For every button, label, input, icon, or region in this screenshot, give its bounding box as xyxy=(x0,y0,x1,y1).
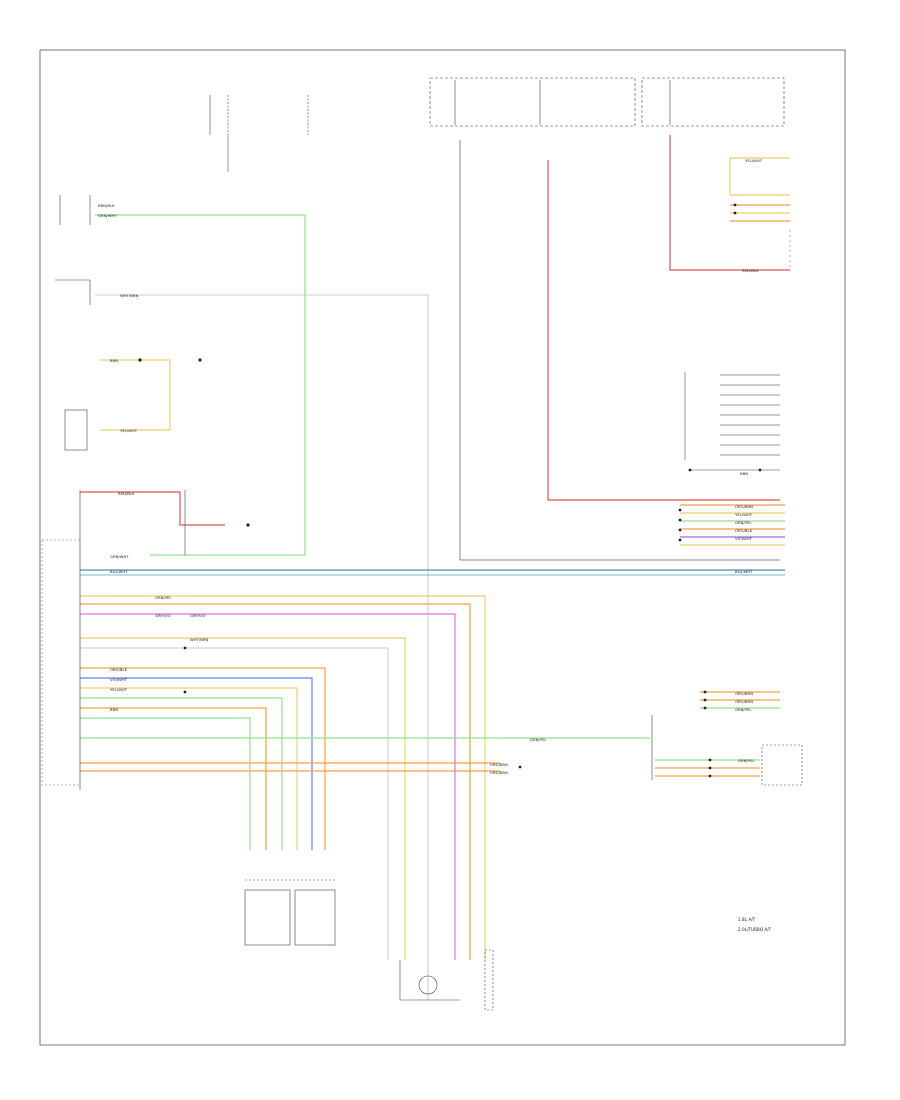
wire-yellow-down-1 xyxy=(80,595,486,960)
wire-label: BRN xyxy=(740,471,748,476)
wire-green-down-2 xyxy=(80,717,251,850)
wire-label: YEL/WHT xyxy=(120,428,138,433)
wire-label: YEL/WHT xyxy=(110,687,128,692)
solenoid-block-left xyxy=(244,879,336,946)
legend-item-2: 2.0L/TURBO A/T xyxy=(738,927,772,932)
wire-label: BLU/WHT xyxy=(110,569,128,574)
wire-label: GRN/WHT xyxy=(110,554,129,559)
wire-label: ORG/BLK xyxy=(735,528,753,533)
wire-yellow-down-2 xyxy=(80,637,406,960)
wire-label: BLU/WHT xyxy=(735,569,753,574)
wire-label: ORG/BRN xyxy=(490,770,508,775)
wire-label: ORG/BRN xyxy=(490,762,508,767)
wire-label: GRN/YEL xyxy=(738,758,755,763)
wire-yellow-right-top xyxy=(729,157,790,195)
ecu-connector xyxy=(41,490,186,790)
wire-label: RED/BLK xyxy=(118,491,135,496)
wire-label: GRN/YEL xyxy=(155,595,172,600)
wire-red-brake xyxy=(80,491,225,526)
wire-black-center xyxy=(459,140,780,561)
wire-label: WHT/BRN xyxy=(190,637,208,642)
wire-label: BRN/BLK xyxy=(98,203,115,208)
wire-label: RED/BLK xyxy=(742,268,759,273)
legend: 1.8L A/T 2.0L/TURBO A/T xyxy=(738,917,772,932)
wire-label: VIO/WHT xyxy=(110,677,128,682)
wire-label: BRN xyxy=(110,358,118,363)
wire-label: ORG/BLK xyxy=(110,667,128,672)
wire-yellow-left xyxy=(100,359,171,431)
wire-label: GRN/YEL xyxy=(735,520,752,525)
wire-orange-down-1 xyxy=(80,603,471,960)
wire-group xyxy=(80,135,791,1000)
fuse-box-right xyxy=(641,77,785,127)
wire-orange-down-3 xyxy=(80,707,267,850)
wire-label: YEL/WHT xyxy=(745,158,763,163)
wire-label: YEL/WHT xyxy=(735,512,753,517)
wire-label: ORG/BRN xyxy=(735,699,753,704)
fuse-box-left xyxy=(209,95,309,172)
wire-gray-down xyxy=(80,647,389,960)
wire-label: ORG/BRN xyxy=(735,691,753,696)
diagram-frame xyxy=(39,49,846,1046)
wire-label: VIO/WHT xyxy=(735,536,753,541)
wire-green-top xyxy=(95,214,306,556)
shift-sensor-right xyxy=(651,715,803,786)
wire-blue-down xyxy=(80,677,313,850)
wire-label: GRN/YEL xyxy=(735,707,752,712)
wire-labels: BRN/BLK GRN/WHT WHT/BRN RED/BLK GRN/WHT … xyxy=(98,158,763,775)
wire-red-center xyxy=(547,160,780,501)
wire-violet-down xyxy=(80,613,456,960)
wire-label: WHT/BRN xyxy=(120,293,138,298)
legend-item-1: 1.8L A/T xyxy=(738,917,756,922)
wire-label: GRN/WHT xyxy=(98,213,117,218)
wire-yellow-down-3 xyxy=(80,687,298,850)
wire-label: BRN xyxy=(110,707,118,712)
wire-green-down xyxy=(80,697,283,850)
sensor-blocks-left xyxy=(55,195,91,451)
splice-dot-icon xyxy=(138,203,762,778)
wire-label: GRN/YEL xyxy=(530,737,547,742)
wire-red-right xyxy=(669,135,790,271)
wire-label: GRY/VIO xyxy=(155,613,171,618)
throttle-block xyxy=(399,949,494,1011)
fuse-box-center xyxy=(429,77,636,127)
wire-orange-down-2 xyxy=(80,667,326,850)
wire-label: ORG/BRN xyxy=(735,504,753,509)
wire-label: GRY/VIO xyxy=(190,613,206,618)
wire-gray-long xyxy=(95,294,429,1000)
